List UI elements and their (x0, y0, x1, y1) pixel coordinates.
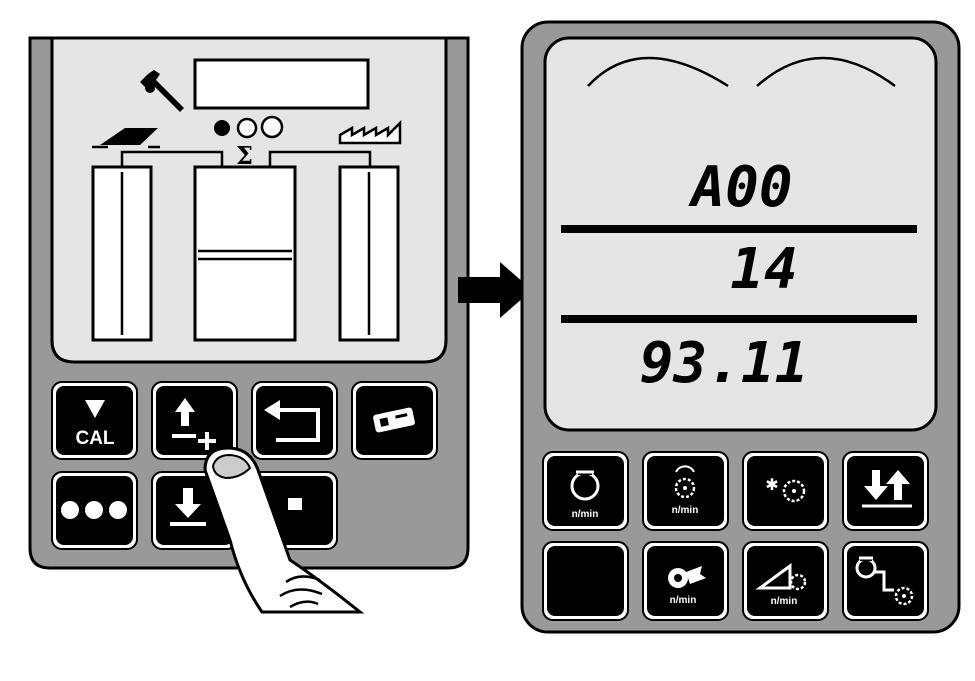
right-arc (756, 56, 896, 88)
ground-speed-key[interactable]: n/min (742, 541, 829, 621)
drum-rpm-icon: n/min (570, 468, 600, 520)
divider-2 (561, 315, 917, 323)
up-down-icon (862, 470, 912, 508)
hydraulic-icon (855, 556, 914, 606)
cal-label: CAL (75, 428, 114, 449)
hydraulic-key[interactable] (842, 541, 929, 621)
wrench-icon (140, 70, 184, 112)
fan-rpm-key[interactable]: n/min (642, 541, 729, 621)
sum-icon: Σ (236, 141, 253, 170)
right-terminal: A00 14 93.11 n/min n/min (520, 20, 961, 634)
pointing-finger-icon (203, 446, 365, 614)
fan-rpm-units: n/min (670, 595, 697, 606)
up-plus-icon (172, 398, 216, 450)
rotor-rpm-key[interactable]: n/min (642, 451, 729, 531)
return-icon (264, 400, 320, 442)
drum-rpm-key[interactable]: n/min (542, 451, 629, 531)
svg-text:✱: ✱ (765, 475, 778, 494)
arrow-right-icon (458, 262, 532, 318)
ground-speed-icon: n/min (755, 563, 807, 607)
card-key[interactable] (351, 381, 438, 460)
dots-icon (61, 501, 127, 519)
dots-key[interactable] (51, 471, 138, 550)
spreader-icon (92, 128, 160, 149)
chain-icon (338, 119, 402, 145)
divider-1 (561, 225, 917, 233)
left-terminal: Σ CAL (28, 36, 470, 614)
download-icon (170, 488, 206, 526)
connector-lines (120, 150, 372, 167)
cal-key[interactable]: CAL (51, 381, 138, 460)
spreader-disc-key[interactable]: ✱ (742, 451, 829, 531)
bar-graphs (91, 165, 400, 342)
drum-rpm-units: n/min (572, 509, 599, 520)
display-line3: 93.11 (640, 331, 809, 396)
fan-rpm-icon: n/min (668, 566, 706, 606)
blank-key[interactable] (542, 541, 629, 621)
cal-arrow-icon (85, 400, 105, 418)
left-arc (587, 56, 729, 88)
ground-speed-units: n/min (771, 596, 798, 607)
return-key[interactable] (251, 381, 338, 460)
up-plus-key[interactable] (151, 381, 238, 460)
field-dots-icon (214, 115, 284, 139)
rotor-rpm-units: n/min (672, 505, 699, 516)
service-box (193, 58, 370, 110)
spreader-disc-icon: ✱ (765, 475, 806, 503)
up-down-key[interactable] (842, 451, 929, 531)
rotor-rpm-icon: n/min (672, 465, 699, 516)
right-screen (543, 36, 938, 432)
card-icon (373, 407, 415, 433)
display-line1: A00 (687, 155, 792, 220)
display-line2: 14 (730, 237, 797, 302)
